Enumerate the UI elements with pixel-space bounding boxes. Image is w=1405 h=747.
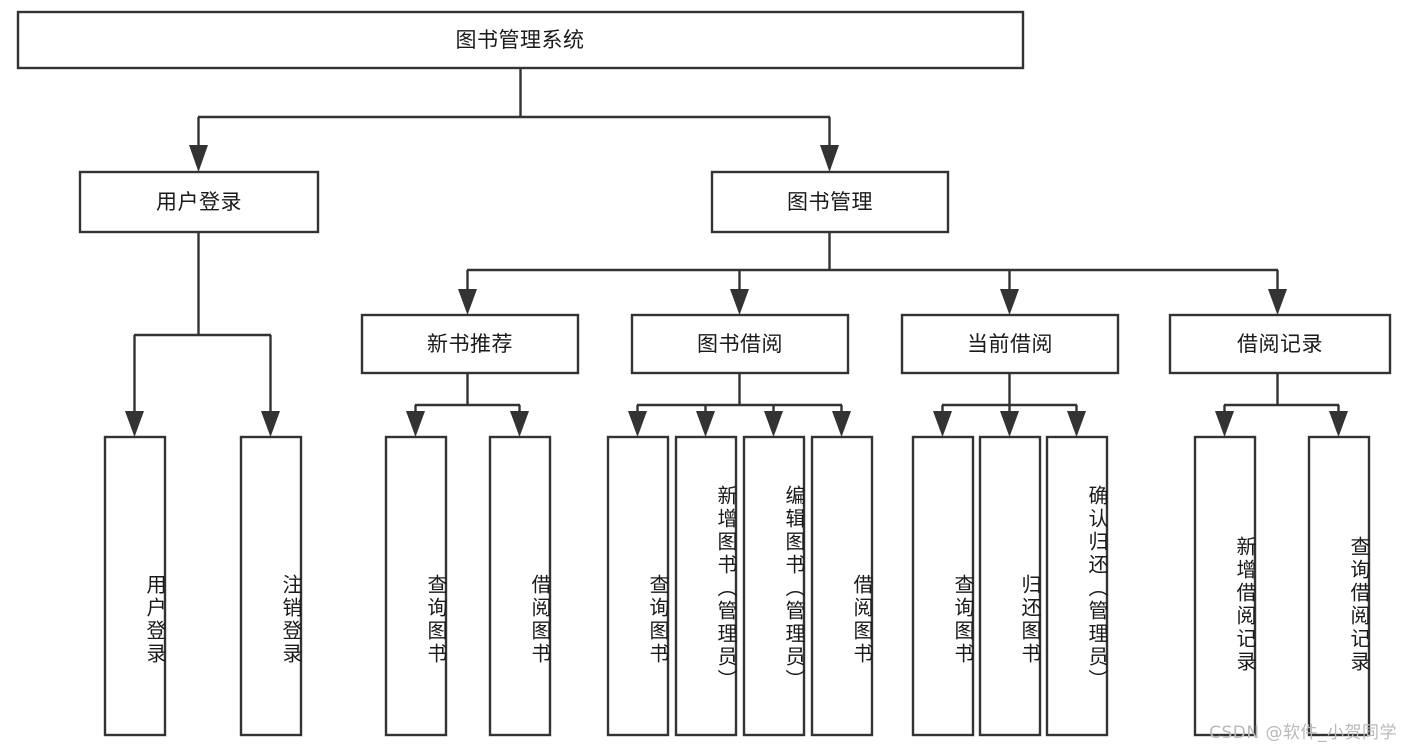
- leaf-box-current-borrow-0[interactable]: [911, 435, 975, 737]
- leaf-box-user-login-1[interactable]: [239, 435, 303, 737]
- node-root-label: 图书管理系统: [456, 28, 585, 52]
- connector-root-to-level1: [189, 68, 839, 172]
- node-root[interactable]: 图书管理系统: [16, 10, 1025, 70]
- leaf-box-new-book-0[interactable]: [384, 435, 448, 737]
- node-current-borrow-label: 当前借阅: [967, 332, 1053, 356]
- leaf-box-book-borrow-3[interactable]: [810, 435, 874, 737]
- connector-newbook-to-leaves: [406, 373, 529, 437]
- node-borrow-record-label: 借阅记录: [1237, 332, 1323, 356]
- leaf-box-user-login-0[interactable]: [103, 435, 167, 737]
- connector-userlogin-to-leaves: [125, 232, 280, 437]
- leaf-box-borrow-record-0[interactable]: [1193, 435, 1257, 737]
- watermark-text: CSDN @软件_小贺同学: [1209, 723, 1397, 743]
- node-current-borrow[interactable]: 当前借阅: [900, 313, 1120, 375]
- node-user-login-label: 用户登录: [156, 190, 242, 214]
- node-book-borrow-label: 图书借阅: [697, 332, 783, 356]
- leaf-box-book-borrow-2[interactable]: [742, 435, 806, 737]
- connector-currentborrow-to-leaves: [933, 373, 1086, 437]
- node-new-book-recommend[interactable]: 新书推荐: [360, 313, 580, 375]
- node-new-book-recommend-label: 新书推荐: [427, 332, 513, 356]
- leaf-box-book-borrow-1[interactable]: [674, 435, 738, 737]
- leaf-box-book-borrow-0[interactable]: [606, 435, 670, 737]
- leaf-box-current-borrow-1[interactable]: [978, 435, 1042, 737]
- connector-bookborrow-to-leaves: [628, 373, 851, 437]
- node-book-borrow[interactable]: 图书借阅: [630, 313, 850, 375]
- node-user-login[interactable]: 用户登录: [78, 170, 320, 234]
- leaf-box-borrow-record-1[interactable]: [1307, 435, 1371, 737]
- node-book-management[interactable]: 图书管理: [710, 170, 950, 234]
- leaf-box-current-borrow-2[interactable]: [1045, 435, 1109, 737]
- leaf-box-new-book-1[interactable]: [488, 435, 552, 737]
- connector-level1-to-level2: [458, 232, 1287, 315]
- node-book-management-label: 图书管理: [787, 190, 873, 214]
- node-borrow-record[interactable]: 借阅记录: [1168, 313, 1392, 375]
- connector-borrowrecord-to-leaves: [1215, 373, 1348, 437]
